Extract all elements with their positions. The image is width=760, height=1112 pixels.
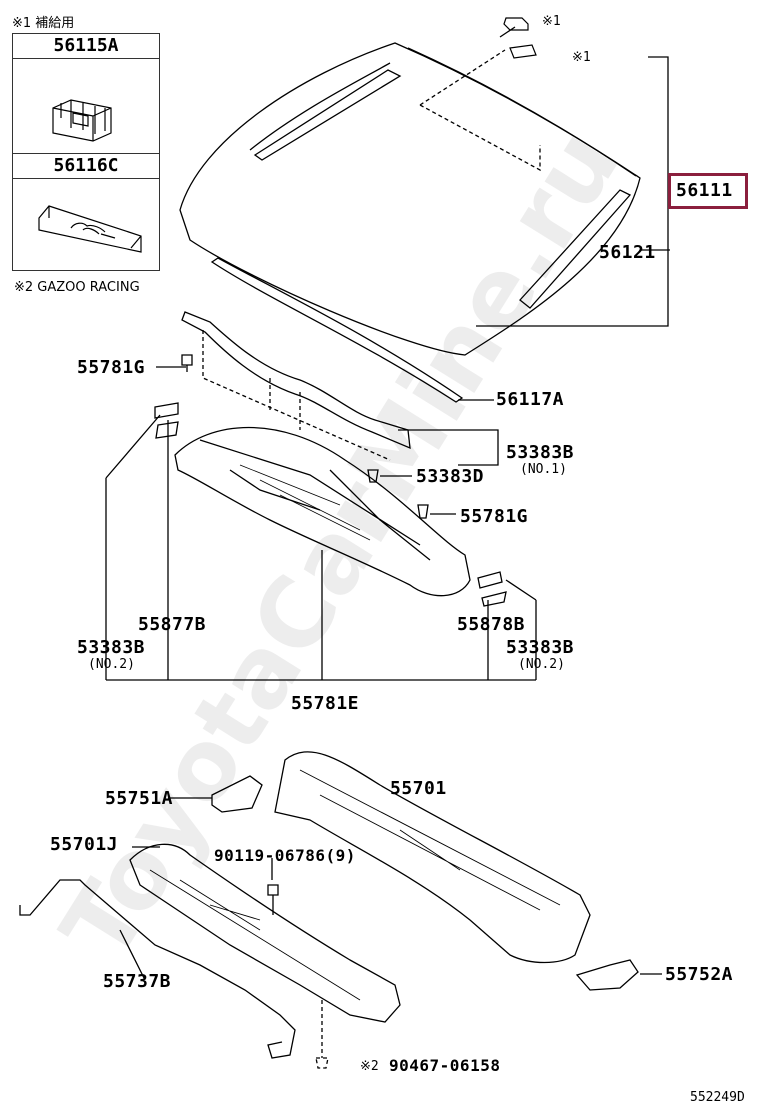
legend-part-56116C[interactable]: 56116C: [13, 154, 159, 179]
clip-56115A-top: [503, 17, 529, 31]
cowl-panel-55701J: [129, 843, 401, 1023]
emblem-56116C-drawing: [38, 205, 142, 253]
cowl-weatherstrip: [181, 311, 411, 450]
legend-header: ※1 補給用: [12, 16, 75, 31]
part-label-90467[interactable]: 90467-06158: [389, 1056, 501, 1075]
bracket-55751A: [211, 775, 263, 813]
part-sublabel-53383B-no2-right: (NO.2): [518, 657, 565, 672]
cowl-top-panel: [174, 426, 471, 597]
seal-55877B: [154, 402, 179, 439]
legend-footnote: ※2 GAZOO RACING: [14, 280, 140, 295]
part-label-53383B-no1[interactable]: 53383B: [506, 442, 575, 463]
side-molding: [519, 189, 632, 309]
part-label-55701J[interactable]: 55701J: [50, 834, 119, 855]
bracket-55752A: [575, 959, 639, 991]
part-label-56121[interactable]: 56121: [599, 242, 656, 263]
legend-cell-56115A: [13, 58, 159, 154]
legend-box: 56115A 56116C: [12, 33, 160, 271]
clip-53383D: [367, 469, 379, 483]
part-label-90119[interactable]: 90119-06786(9): [214, 846, 356, 865]
diagram-id: 552249D: [690, 1090, 745, 1105]
clip-55781G-left: [181, 354, 193, 372]
clip-90467: [315, 1000, 329, 1069]
seal-55878B: [477, 571, 507, 607]
highlight-box: [668, 173, 748, 209]
legend-part-56115A[interactable]: 56115A: [13, 34, 159, 59]
part-label-55781E[interactable]: 55781E: [291, 693, 360, 714]
seal-mark: ※1: [572, 50, 591, 65]
seal-56116C-top: [509, 44, 537, 59]
gazoo-mark: ※2: [360, 1059, 379, 1074]
part-label-56111[interactable]: 56111: [676, 180, 733, 201]
clip-55781G-right: [417, 504, 429, 519]
legend-cell-56116C: [13, 178, 159, 270]
part-label-55781G-right[interactable]: 55781G: [460, 506, 529, 527]
part-label-53383B-no2-right[interactable]: 53383B: [506, 637, 575, 658]
clip-mark: ※1: [542, 14, 561, 29]
part-label-55878B[interactable]: 55878B: [457, 614, 526, 635]
part-label-53383B-no2-left[interactable]: 53383B: [77, 637, 146, 658]
wire-55737B: [19, 879, 296, 1059]
part-sublabel-53383B-no2-left: (NO.2): [88, 657, 135, 672]
part-label-55877B[interactable]: 55877B: [138, 614, 207, 635]
windshield-glass: [179, 42, 641, 356]
part-label-56117A[interactable]: 56117A: [496, 389, 565, 410]
cowl-panel-55701: [274, 751, 591, 964]
bolt-90119: [267, 884, 279, 915]
part-label-55752A[interactable]: 55752A: [665, 964, 734, 985]
part-label-55751A[interactable]: 55751A: [105, 788, 174, 809]
clip-56115A-drawing: [52, 99, 112, 142]
part-sublabel-53383B-no1: (NO.1): [520, 462, 567, 477]
part-label-55701[interactable]: 55701: [390, 778, 447, 799]
bottom-molding: [210, 257, 464, 403]
part-label-55737B[interactable]: 55737B: [103, 971, 172, 992]
part-label-53383D[interactable]: 53383D: [416, 466, 485, 487]
part-label-55781G-left[interactable]: 55781G: [77, 357, 146, 378]
